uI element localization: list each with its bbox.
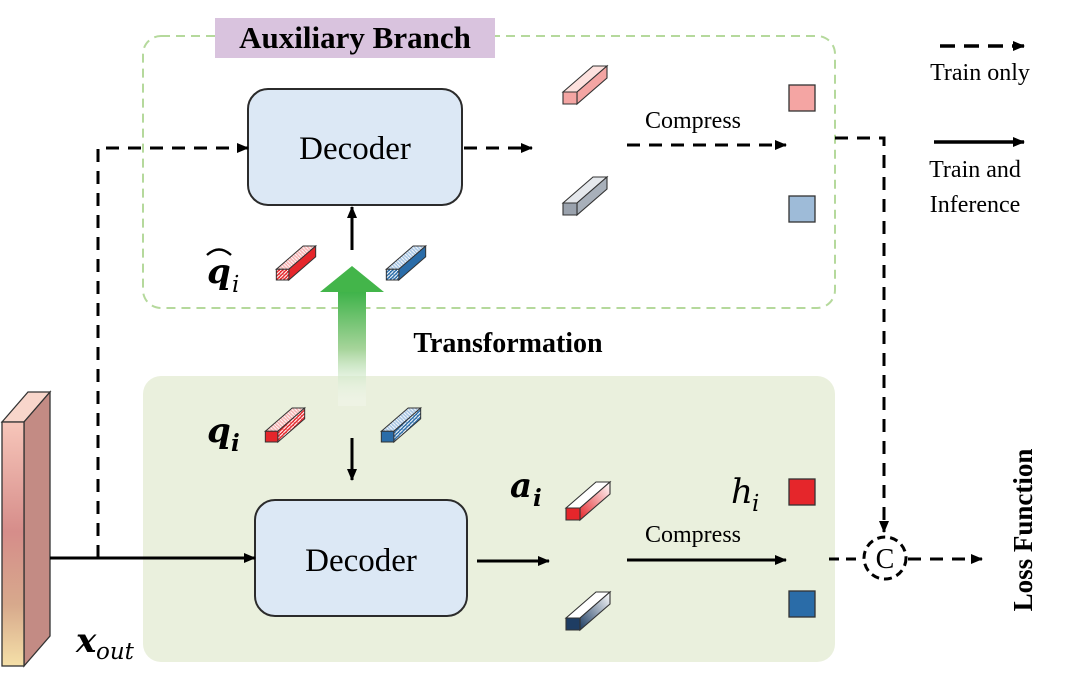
a-symbol: a i xyxy=(510,466,542,512)
auxiliary-branch-title: Auxiliary Branch xyxy=(239,20,471,55)
svg-text:x: x xyxy=(75,621,97,661)
main-red-square xyxy=(788,478,816,506)
svg-text:q: q xyxy=(207,411,231,451)
transformation-label: Transformation xyxy=(413,328,603,359)
main-blue-square xyxy=(788,590,816,618)
svg-text:h: h xyxy=(731,472,753,512)
q-symbol: q i xyxy=(207,411,240,457)
aux-gray-bar-icon xyxy=(562,176,608,216)
legend-solid-label-line2: Inference xyxy=(930,192,1021,218)
main-decoder-label: Decoder xyxy=(305,543,417,579)
aux-light-blue-square xyxy=(788,195,816,223)
input-feature-bar xyxy=(0,390,52,668)
aux-light-red-bar-icon xyxy=(562,65,608,105)
svg-text:out: out xyxy=(96,639,135,665)
aux-hatched-red-bar-icon xyxy=(275,245,317,281)
auxiliary-branch-panel xyxy=(142,35,836,309)
aux-compress-label: Compress xyxy=(645,108,741,134)
main-branch-panel xyxy=(143,376,835,662)
loss-function-label: Loss Function xyxy=(1008,449,1038,612)
svg-text:C: C xyxy=(876,544,895,575)
svg-text:q: q xyxy=(207,252,231,292)
auxiliary-branch-title-bg xyxy=(215,18,495,58)
svg-text:i: i xyxy=(752,491,759,517)
aux-light-red-square xyxy=(788,84,816,112)
legend-dashed-label: Train only xyxy=(930,60,1030,86)
input-to-aux-decoder-arrow xyxy=(96,143,249,558)
svg-text:a: a xyxy=(510,466,532,506)
concat-operator: C xyxy=(862,535,908,581)
aux-hatched-blue-bar-icon xyxy=(385,245,427,281)
aux-to-concat-arrow xyxy=(835,136,889,533)
x-out-symbol: x out xyxy=(75,621,135,665)
q-hat-symbol: q i xyxy=(206,248,239,298)
svg-text:i: i xyxy=(232,272,239,298)
h-symbol: h i xyxy=(731,472,759,517)
transformation-arrow xyxy=(320,266,384,406)
main-compress-label: Compress xyxy=(645,522,741,548)
svg-text:i: i xyxy=(231,430,240,457)
svg-text:i: i xyxy=(533,485,542,512)
auxiliary-decoder-label: Decoder xyxy=(299,131,411,167)
legend-solid-label-line1: Train and xyxy=(929,157,1021,183)
